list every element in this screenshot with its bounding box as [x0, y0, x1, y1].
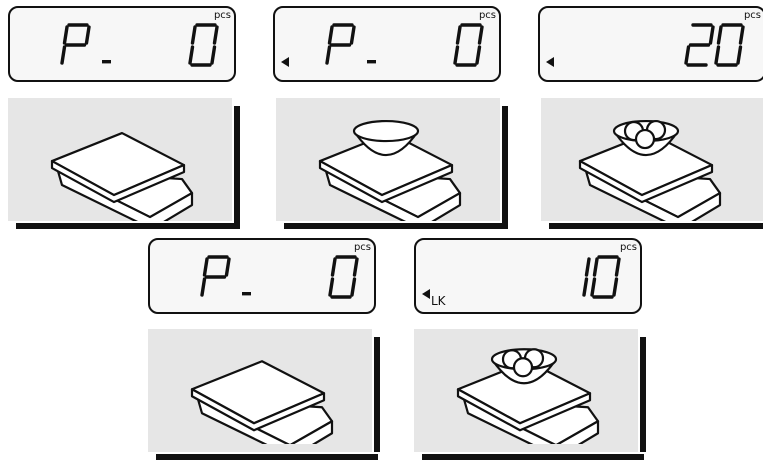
scale-with-fruit-icon [541, 98, 755, 221]
lcd-digits [10, 8, 238, 84]
lcd-digits [150, 240, 378, 316]
lcd-display: LK pcs [414, 238, 642, 314]
lcd-display: pcs [538, 6, 763, 82]
lcd-display: pcs [148, 238, 376, 314]
lcd-display: pcs [8, 6, 236, 82]
lcd-digits [275, 8, 503, 84]
scale-with-fruit-icon [414, 329, 638, 444]
scale-icon [148, 329, 372, 444]
unit-label: pcs [620, 242, 637, 253]
unit-label: pcs [744, 10, 761, 21]
scale-with-bowl-icon [276, 98, 500, 221]
unit-label: pcs [354, 242, 371, 253]
scale-illustration [148, 329, 372, 452]
lcd-digits [416, 240, 644, 316]
scale-illustration [541, 98, 763, 221]
stable-indicator-icon [546, 57, 554, 67]
stable-indicator-icon [422, 289, 430, 299]
unit-label: pcs [214, 10, 231, 21]
lcd-display: pcs [273, 6, 501, 82]
scale-icon [8, 98, 232, 221]
scale-illustration [414, 329, 638, 452]
scale-illustration [276, 98, 500, 221]
unit-label: pcs [479, 10, 496, 21]
scale-illustration [8, 98, 232, 221]
lock-indicator-label: LK [431, 294, 446, 308]
stable-indicator-icon [281, 57, 289, 67]
lcd-digits [540, 8, 763, 84]
